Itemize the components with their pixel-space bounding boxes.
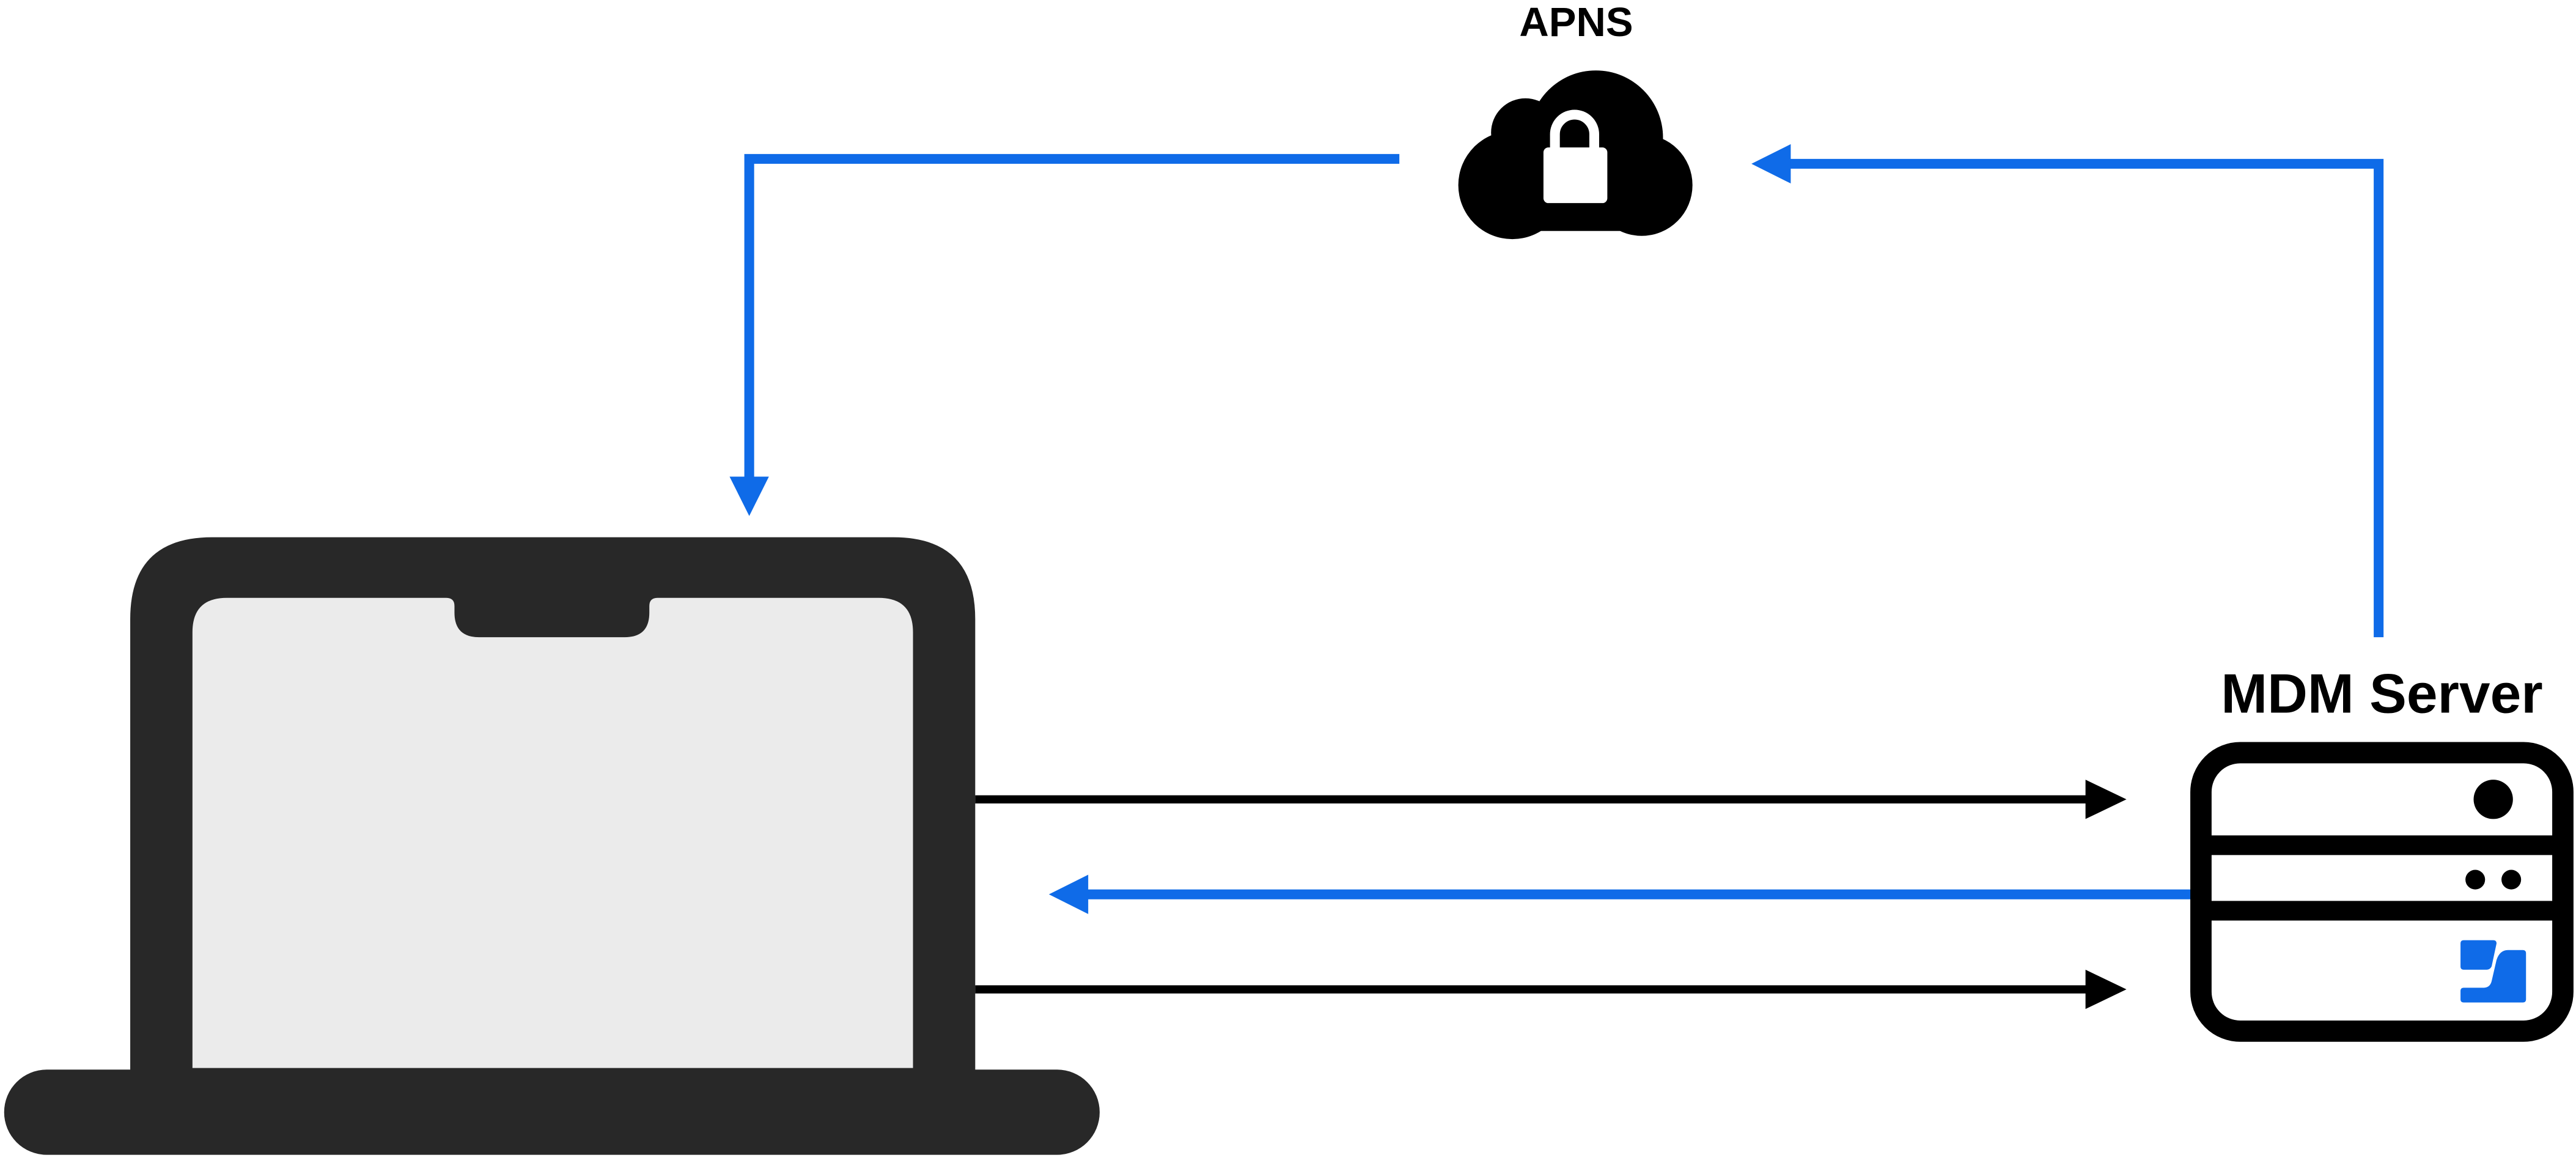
server-status-light [2473,780,2513,819]
apns-label: APNS [1519,0,1633,45]
arrow-server-to-device [1048,874,2192,914]
laptop-screen [192,597,913,1068]
brand-logo-icon [2460,940,2526,1003]
mdm-server-label: MDM Server [2221,663,2542,725]
laptop-icon [4,537,1100,1155]
server-indicator-dot [2501,869,2522,890]
arrow-device-to-server-top [975,780,2127,819]
arrow-device-to-server-bottom [975,969,2127,1010]
server-rack-icon [2190,742,2574,1042]
server-indicator-dot [2465,869,2486,890]
lock-icon [1543,109,1608,204]
laptop-base [4,1069,1100,1155]
arrow-apns-to-device [729,153,1400,516]
arrow-server-to-apns [1751,144,2384,638]
cloud-lock-icon [1458,70,1693,240]
